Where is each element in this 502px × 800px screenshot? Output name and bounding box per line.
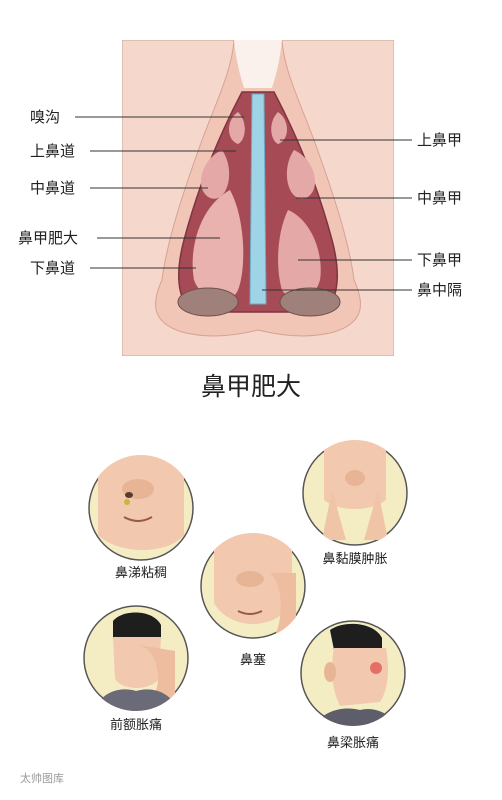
symptom-image-forehead-pain: [83, 605, 189, 711]
caption-nasal-congestion: 鼻塞: [239, 653, 266, 668]
label-superior-meatus: 上鼻道: [30, 142, 76, 160]
caption-forehead-pain: 前额胀痛: [109, 718, 162, 733]
label-middle-turbinate: 中鼻甲: [417, 189, 463, 207]
label-middle-meatus: 中鼻道: [30, 179, 76, 197]
symptom-image-bridge-pain: [300, 620, 406, 726]
label-inferior-meatus: 下鼻道: [30, 259, 76, 277]
label-superior-turbinate: 上鼻甲: [417, 131, 463, 149]
caption-thick-mucus: 鼻涕粘稠: [114, 566, 167, 581]
label-leader-lines: [75, 116, 412, 291]
label-nasal-septum: 鼻中隔: [417, 281, 463, 299]
label-nasal-groove: 嗅沟: [30, 108, 61, 126]
label-turbinate-hypertrophy: 鼻甲肥大: [18, 229, 79, 247]
label-inferior-turbinate: 下鼻甲: [417, 251, 463, 269]
symptom-image-thick-mucus: [88, 455, 194, 561]
symptom-image-nasal-congestion: [200, 533, 306, 639]
watermark: 太帅图库: [20, 772, 64, 785]
caption-mucosa-swelling: 鼻黏膜肿胀: [322, 552, 388, 567]
caption-bridge-pain: 鼻梁胀痛: [326, 736, 379, 751]
diagram-title: 鼻甲肥大: [200, 372, 301, 401]
symptom-image-mucosa-swelling: [302, 440, 408, 546]
